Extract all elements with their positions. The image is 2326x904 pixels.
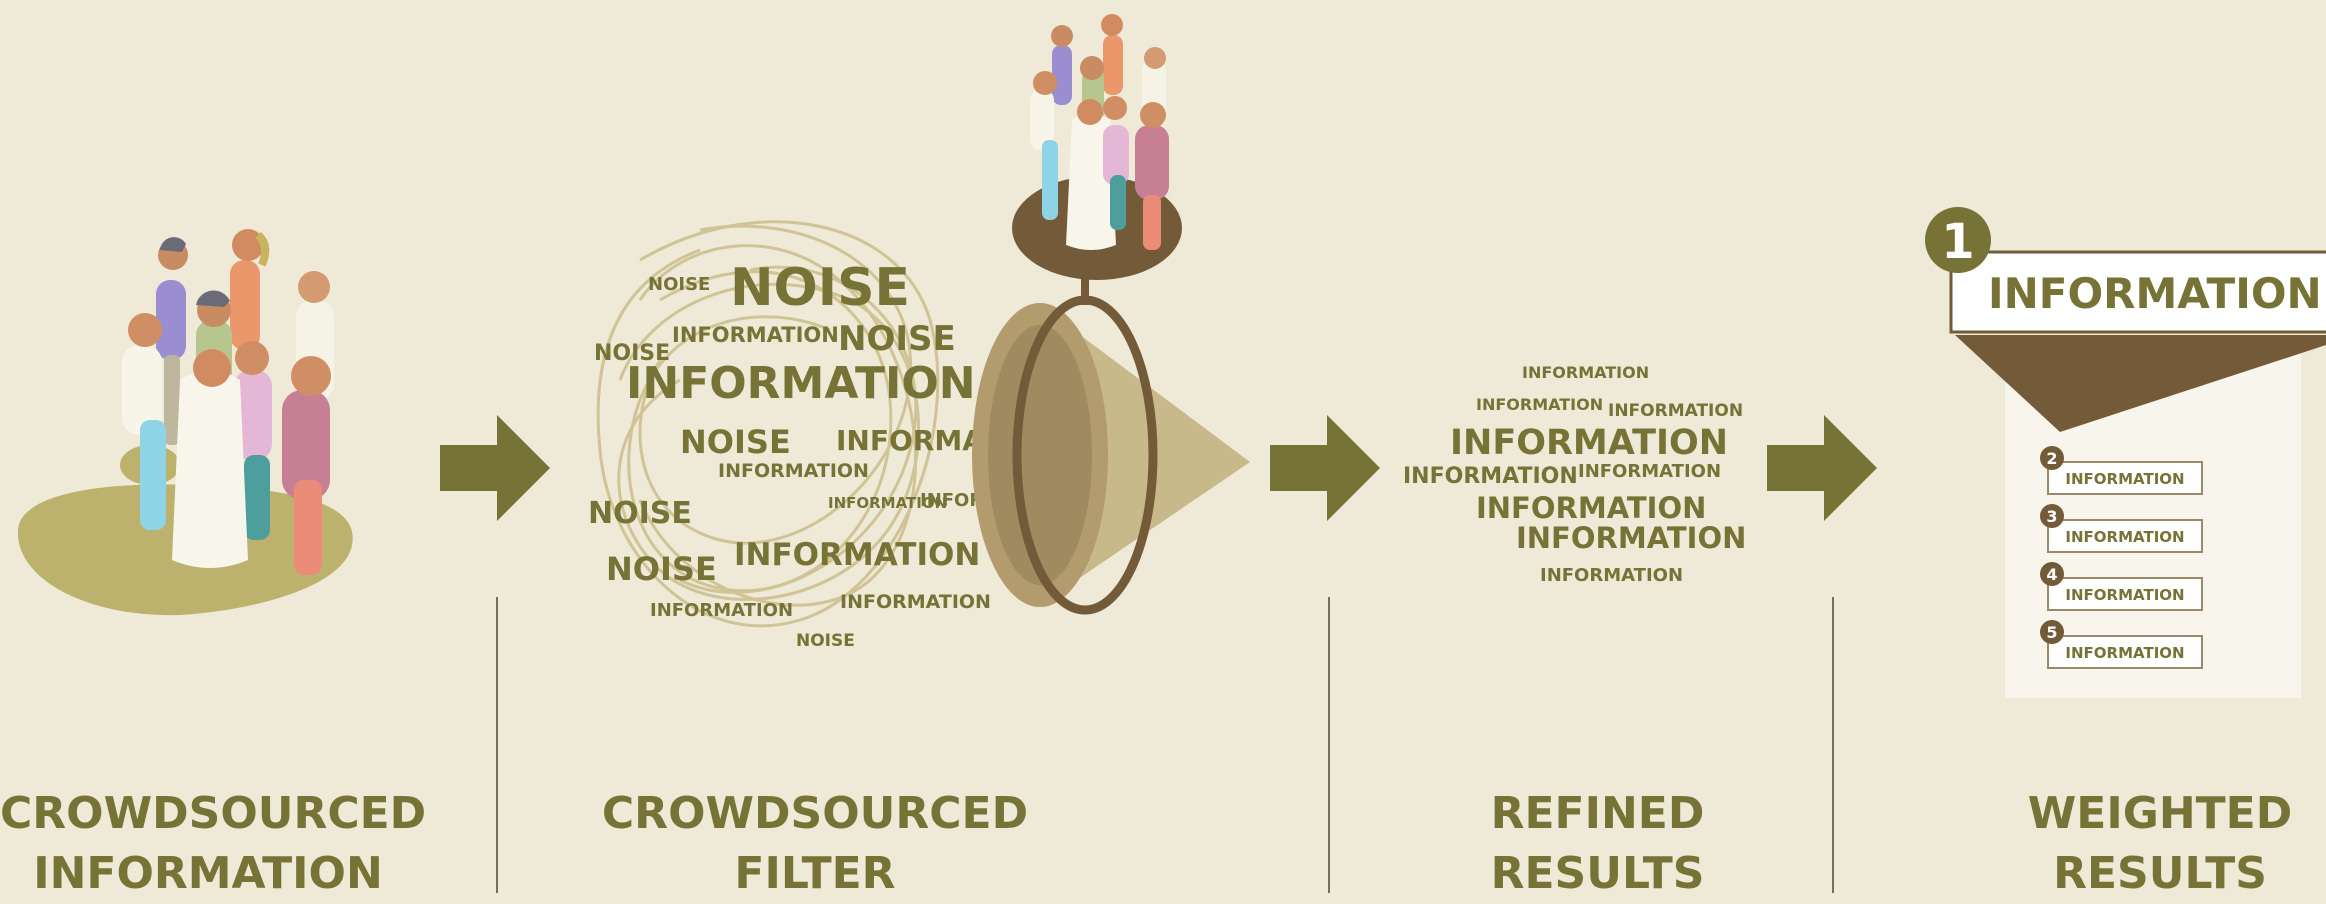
rank-number: 5	[2046, 623, 2057, 642]
rank-badge	[1925, 207, 1991, 273]
top-result-funnel	[1955, 335, 2326, 432]
information-word: INFORMATION	[1403, 464, 1578, 489]
person	[230, 229, 270, 350]
noise-word: NOISE	[606, 550, 717, 588]
tangled-scribble	[596, 220, 940, 628]
stage-label-line: FILTER	[734, 848, 896, 899]
rank-number: 4	[2046, 565, 2057, 584]
weighted-results-panel: INFORMATION 1 INFORMATION2INFORMATION3IN…	[1925, 207, 2326, 698]
stage-label-line: RESULTS	[1490, 848, 1705, 899]
information-word: INFORMATION	[1476, 491, 1706, 525]
arrow-right-icon	[440, 415, 550, 521]
ranked-item: INFORMATION 4	[2040, 562, 2203, 611]
ranked-item-box	[2047, 461, 2203, 495]
stage-label-line: INFORMATION	[33, 848, 383, 899]
funnel-illustration	[972, 14, 1250, 615]
noise-word: NOISE	[680, 423, 791, 461]
noise-word: NOISE	[648, 274, 710, 295]
information-word: INFORMATION	[1476, 395, 1603, 414]
arrow-right-icon	[1767, 415, 1877, 521]
person	[234, 341, 272, 540]
information-word: INFORMATION	[1516, 521, 1746, 555]
information-word: INFORMATION	[1608, 401, 1743, 421]
ranked-item-box	[2047, 519, 2203, 553]
information-word: INFORMATION	[626, 358, 976, 409]
stage-label-line: REFINED	[1490, 788, 1705, 839]
information-word: INFORMATION	[718, 460, 869, 482]
information-word: INFORMATION	[1578, 461, 1721, 482]
information-word: INFORMATION	[840, 591, 991, 613]
rank-badge	[2040, 620, 2064, 644]
crowd-illustration	[17, 229, 353, 616]
information-word: INFORMATION	[672, 323, 839, 347]
ranked-item-label: INFORMATION	[2065, 644, 2184, 662]
rank-badge	[2040, 562, 2064, 586]
top-result-box	[1949, 250, 2326, 334]
information-word: INFORMATION	[828, 494, 947, 512]
information-word: INFORMATION	[1540, 565, 1683, 586]
person	[156, 237, 188, 445]
noise-word: NOISE	[730, 258, 910, 318]
noise-word: NOISE	[588, 496, 692, 531]
person	[172, 349, 248, 568]
information-word: INFORMATION	[650, 600, 793, 621]
person	[282, 356, 331, 575]
stage-label-refined-results: REFINED RESULTS	[1440, 784, 1755, 904]
ranked-item-box	[2047, 577, 2203, 611]
rank-number: 3	[2046, 507, 2057, 526]
rank-badge	[2040, 446, 2064, 470]
rank-badge	[2040, 504, 2064, 528]
top-result-label: INFORMATION	[1988, 269, 2322, 318]
arrow-right-icon	[1270, 415, 1380, 521]
rank-number: 2	[2046, 449, 2057, 468]
information-word: INFORMATION	[1450, 423, 1728, 463]
ranked-item: INFORMATION 2	[2040, 446, 2203, 495]
ranked-item-box	[2047, 635, 2203, 669]
noise-word: NOISE	[594, 341, 670, 366]
stage-label-line: RESULTS	[2053, 848, 2267, 899]
stage-label-line: WEIGHTED	[2027, 788, 2293, 839]
ranked-item-label: INFORMATION	[2065, 586, 2184, 604]
noise-word: NOISE	[796, 631, 855, 651]
mini-crowd	[1030, 14, 1169, 250]
stage-label-crowdsourced-filter: CROWDSOURCED FILTER	[585, 784, 1045, 904]
stage-label-weighted-results: WEIGHTED RESULTS	[1960, 784, 2326, 904]
information-word: INFORMATION	[734, 537, 980, 573]
noise-word: NOISE	[838, 319, 956, 359]
stage-label-line: CROWDSOURCED	[601, 788, 1029, 839]
ranked-list: INFORMATION2INFORMATION3INFORMATION4INFO…	[2040, 446, 2203, 669]
information-word: INFORMATION	[1522, 363, 1649, 382]
person	[122, 313, 166, 530]
rank-number: 1	[1941, 214, 1974, 270]
ranked-item: INFORMATION 3	[2040, 504, 2203, 553]
ranked-item-label: INFORMATION	[2065, 528, 2184, 546]
stage-label-crowdsourced-information: CROWDSOURCED INFORMATION	[0, 784, 427, 904]
ranked-item-label: INFORMATION	[2065, 470, 2184, 488]
ranked-item: INFORMATION 5	[2040, 620, 2203, 669]
stage-label-line: CROWDSOURCED	[0, 788, 427, 839]
